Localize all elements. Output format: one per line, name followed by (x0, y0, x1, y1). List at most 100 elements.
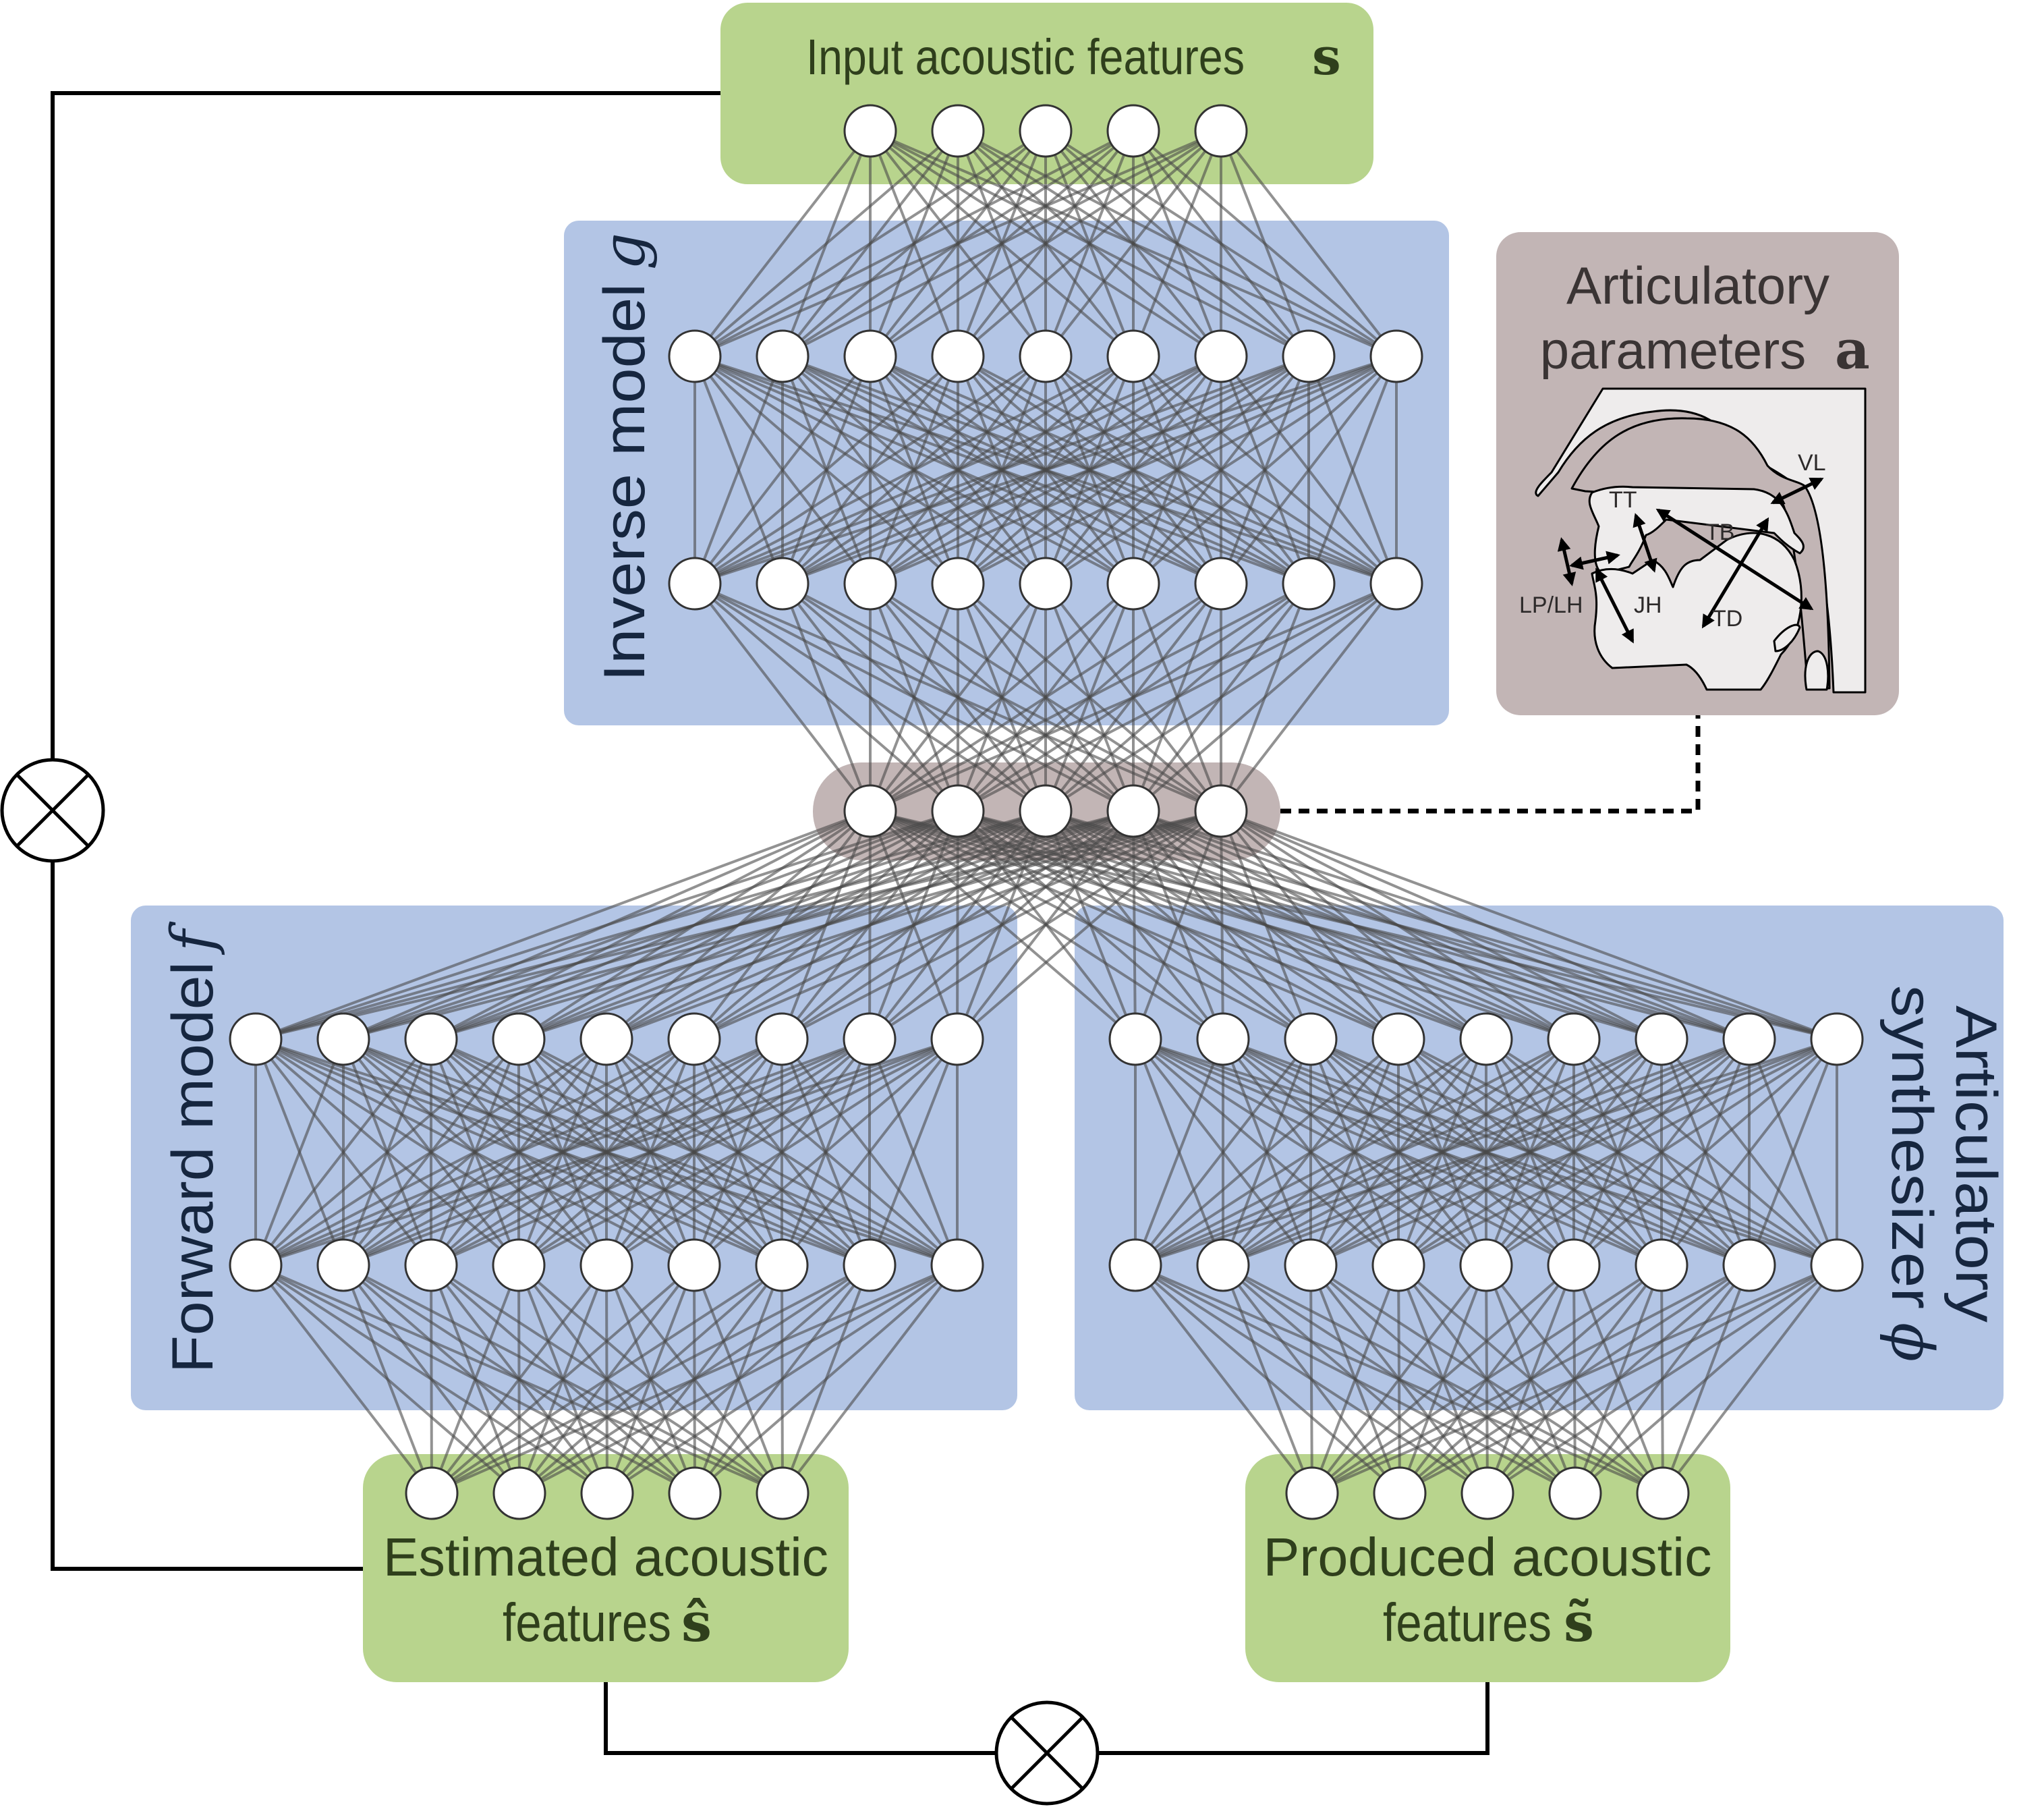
connection-input-inv1 (782, 130, 1222, 358)
connection-input-inv1 (869, 130, 1222, 358)
connection-artic-syn1 (957, 810, 1137, 1040)
neuron-syn2-0 (1108, 1238, 1162, 1292)
connection-syn2-prod (1399, 1264, 1838, 1495)
connection-syn2-prod (1311, 1264, 1663, 1495)
neuron-inv2-7 (1282, 557, 1336, 611)
neuron-inv2-4 (1019, 557, 1073, 611)
connection-inv1-inv2 (694, 355, 1134, 585)
estimated-features-title-line1: Estimated acoustic (383, 1527, 828, 1587)
connection-artic-syn1 (869, 810, 1137, 1040)
connection-inv2-artic (869, 582, 1135, 812)
connection-input-inv1 (957, 130, 1222, 358)
tb-label: TB (1705, 520, 1734, 545)
neuron-inv1-0 (668, 329, 722, 383)
connection-inv2-artic (870, 582, 1309, 812)
connection-input-inv1 (694, 130, 1222, 358)
neuron-artic-1 (931, 784, 985, 838)
connection-inv2-artic (869, 582, 1222, 812)
neuron-fwd2-8 (930, 1238, 984, 1292)
connection-inv1-inv2 (1220, 355, 1398, 585)
connection-inv2-artic (781, 583, 872, 812)
neuron-inv2-2 (843, 557, 897, 611)
neuron-prod-1 (1373, 1466, 1427, 1520)
connection-syn1-syn2 (1748, 1038, 1838, 1266)
neuron-syn1-0 (1108, 1012, 1162, 1066)
neuron-syn1-8 (1810, 1012, 1864, 1066)
connection-inv1-inv2 (693, 356, 784, 584)
neuron-fwd1-7 (843, 1012, 897, 1066)
neuron-syn2-1 (1196, 1238, 1250, 1292)
connection-inv1-inv2 (870, 355, 1397, 585)
neuron-fwd1-8 (930, 1012, 984, 1066)
neuron-syn1-7 (1722, 1012, 1776, 1066)
connection-fwd1-fwd2 (254, 1038, 345, 1266)
vl-arrow-icon (1770, 477, 1824, 505)
connection-fwd1-fwd2 (255, 1038, 870, 1267)
larynx-shape (1804, 650, 1829, 691)
connection-syn1-syn2 (1310, 1038, 1838, 1267)
connection-fwd1-fwd2 (868, 1038, 959, 1266)
neuron-fwd1-1 (316, 1012, 370, 1066)
connection-fwd1-fwd2 (343, 1038, 958, 1267)
neuron-inv1-6 (1194, 329, 1248, 383)
loss-comparator-bottom (994, 1700, 1100, 1806)
neuron-est-0 (405, 1466, 459, 1520)
neuron-fwd2-4 (579, 1238, 633, 1292)
lp-lh-label: LP/LH (1519, 592, 1583, 618)
neuron-inv1-3 (931, 329, 985, 383)
loss-comparator-left (0, 758, 105, 863)
lp-lh-arrow-icon (1557, 537, 1577, 586)
connection-syn1-syn2 (1135, 1038, 1574, 1267)
neuron-fwd1-5 (667, 1012, 721, 1066)
connection-artic-syn1 (1044, 810, 1137, 1040)
connection-inv2-artic (870, 582, 1397, 812)
neuron-prod-3 (1548, 1466, 1602, 1520)
neuron-inv2-3 (931, 557, 985, 611)
connection-fwd1-fwd2 (254, 1038, 608, 1267)
estimated-features-symbol: ŝ (681, 1590, 712, 1654)
connection-fwd2-est (606, 1264, 959, 1495)
forward-model-title: Forward model (161, 962, 225, 1373)
feedback-loop-line-lower (51, 862, 363, 1571)
connection-fwd1-fwd2 (255, 1038, 958, 1267)
vl-label: VL (1798, 450, 1826, 476)
neuron-est-3 (668, 1466, 722, 1520)
neuron-inv1-1 (756, 329, 810, 383)
connection-inv1-inv2 (694, 355, 1222, 585)
connection-fwd2-est (519, 1264, 958, 1495)
neuron-fwd2-5 (667, 1238, 721, 1292)
connection-input-inv1 (693, 130, 872, 358)
jh-arrow-icon (1595, 567, 1635, 644)
neuron-fwd2-7 (843, 1238, 897, 1292)
connection-fwd1-fwd2 (605, 1038, 959, 1267)
connection-artic-syn1 (1220, 810, 1487, 1040)
connection-syn1-syn2 (1135, 1038, 1750, 1267)
connection-fwd1-fwd2 (254, 1038, 520, 1267)
neuron-syn1-4 (1459, 1012, 1513, 1066)
neuron-input-0 (843, 104, 897, 158)
articulatory-synthesizer-title-line2: synthesizer (1879, 985, 1944, 1309)
neuron-est-1 (492, 1466, 546, 1520)
jh-label: JH (1634, 592, 1662, 618)
connection-fwd2-est (781, 1264, 959, 1495)
articulatory-parameters-title-line2: parameters (1540, 321, 1807, 380)
connection-syn2-prod (1134, 1264, 1313, 1495)
connection-fwd1-fwd2 (518, 1038, 958, 1267)
connection-inv1-inv2 (957, 355, 1397, 585)
neuron-fwd2-1 (316, 1238, 370, 1292)
connection-input-inv1 (693, 130, 1047, 358)
neuron-artic-2 (1019, 784, 1073, 838)
neuron-syn1-2 (1284, 1012, 1338, 1066)
connection-inv1-inv2 (1044, 355, 1398, 585)
connection-fwd2-est (431, 1264, 870, 1495)
produced-features-symbol: s̃ (1564, 1590, 1594, 1654)
neuron-inv1-5 (1106, 329, 1160, 383)
connection-syn2-prod (1222, 1264, 1313, 1494)
connection-inv2-artic (869, 583, 959, 812)
connection-input-inv1 (1132, 130, 1222, 357)
produced-to-comparator-line (1098, 1682, 1489, 1755)
estimated-to-comparator-line (604, 1682, 996, 1755)
neuron-inv2-8 (1369, 557, 1423, 611)
connection-fwd2-est (342, 1264, 433, 1494)
neuron-syn2-6 (1635, 1238, 1688, 1292)
